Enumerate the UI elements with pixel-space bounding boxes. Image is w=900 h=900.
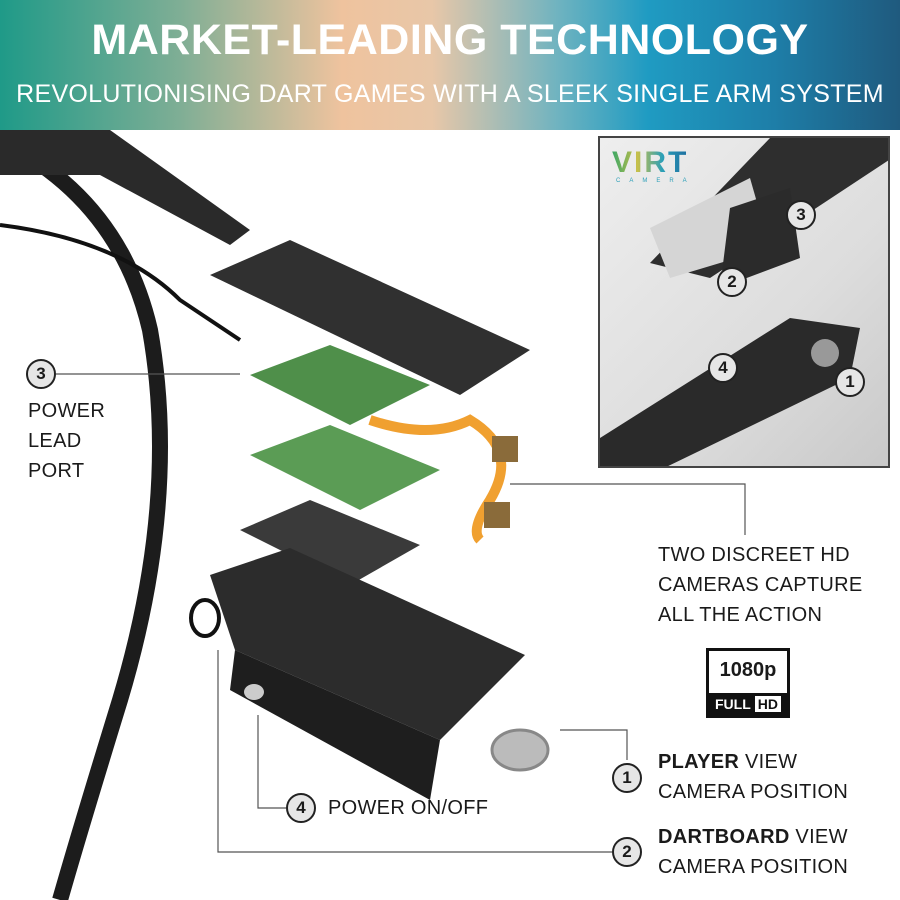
inset-marker-2: 2 <box>717 267 747 297</box>
callout-number-4: 4 <box>286 793 316 823</box>
inset-marker-1: 1 <box>835 367 865 397</box>
label-line: POWER <box>28 400 106 422</box>
label-rest: VIEW <box>789 826 848 848</box>
label-rest: VIEW <box>739 751 798 773</box>
power-switch-label: POWER ON/OFF <box>328 797 489 819</box>
inset-marker-3: 3 <box>786 200 816 230</box>
header-banner: MARKET-LEADING TECHNOLOGY REVOLUTIONISIN… <box>0 0 900 130</box>
camera-mount-photo <box>600 138 888 466</box>
label-bold: PLAYER <box>658 751 740 773</box>
inset-marker-4: 4 <box>708 353 738 383</box>
label-line: LEAD <box>28 430 82 452</box>
callout-number-3: 3 <box>26 359 56 389</box>
full-text: FULL <box>715 696 751 712</box>
player-view-label: PLAYER VIEW CAMERA POSITION <box>658 747 848 807</box>
camera-inset-photo: VIRT CAMERA 3 2 4 1 <box>598 136 890 468</box>
label-line: TWO DISCREET HD <box>658 544 850 566</box>
page-subtitle: REVOLUTIONISING DART GAMES WITH A SLEEK … <box>16 80 884 108</box>
callout-number-2: 2 <box>612 837 642 867</box>
power-lead-label: POWER LEAD PORT <box>28 396 105 486</box>
hd-text: HD <box>754 696 781 712</box>
label-line: ALL THE ACTION <box>658 604 823 626</box>
full-hd-strip: FULL HD <box>709 693 787 715</box>
label-line: CAMERA POSITION <box>658 856 849 878</box>
label-bold: DARTBOARD <box>658 826 790 848</box>
cameras-label: TWO DISCREET HD CAMERAS CAPTURE ALL THE … <box>658 540 863 630</box>
dartboard-view-label: DARTBOARD VIEW CAMERA POSITION <box>658 822 848 882</box>
virt-logo-sub: CAMERA <box>616 178 696 184</box>
label-line: CAMERA POSITION <box>658 781 849 803</box>
page-title: MARKET-LEADING TECHNOLOGY <box>91 16 809 64</box>
resolution-text: 1080p <box>719 659 777 681</box>
callout-number-1: 1 <box>612 763 642 793</box>
virt-logo: VIRT <box>612 146 689 179</box>
label-line: PORT <box>28 460 85 482</box>
full-hd-badge: 1080p FULL HD <box>706 648 790 718</box>
label-line: CAMERAS CAPTURE <box>658 574 863 596</box>
